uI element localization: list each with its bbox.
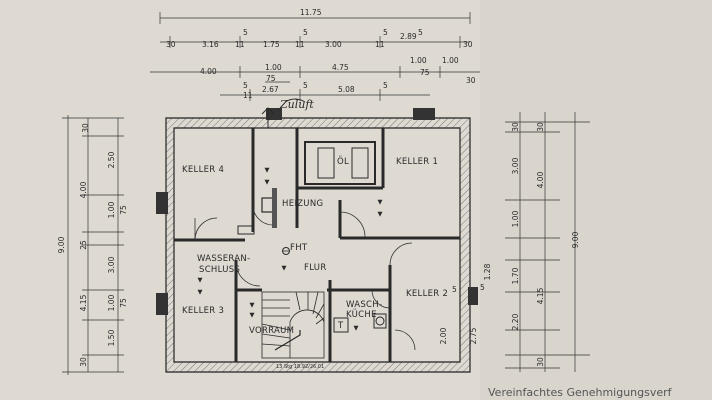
room-oel: ÖL: [337, 156, 349, 167]
left-dim-labels: 30 2.50 4.00 1.00 75 9.00 25 3.00 4.15 1…: [57, 123, 128, 367]
dim-left-4: 75: [119, 205, 128, 215]
dim-top-r3-6: 1.00: [442, 56, 459, 65]
dim-right-7: 4.15: [536, 287, 545, 304]
dim-top-total: 11.75: [300, 8, 322, 17]
dim-top-r3-3: 4.75: [332, 63, 349, 72]
dim-right-8: 2.20: [511, 313, 520, 330]
dim-top-r3-5: 75: [420, 68, 430, 77]
dim-left-2: 4.00: [79, 181, 88, 198]
dim-top-r2-2: 5: [243, 28, 248, 37]
room-waschkueche-line2: KÜCHE: [346, 309, 377, 320]
dim-top-r2-7: 3.00: [325, 40, 342, 49]
dim-top-r2-1: 3.16: [202, 40, 219, 49]
room-keller-3: KELLER 3: [182, 306, 224, 316]
dim-left-12: 30: [79, 357, 88, 367]
top-dimension-chains: [150, 12, 480, 101]
dim-left-0: 30: [81, 123, 90, 133]
dim-left-11: 1.50: [107, 329, 116, 346]
room-waschkueche-line1: WASCH-: [346, 300, 382, 310]
dim-left-6: 25: [79, 240, 88, 250]
level-markers: [197, 167, 383, 331]
dim-left-3: 1.00: [107, 201, 116, 218]
right-dim-labels: 30 30 3.00 4.00 1.00 9.00 1.70 4.15 2.20…: [469, 122, 580, 367]
dim-right-3: 4.00: [536, 171, 545, 188]
room-t: T: [337, 321, 344, 331]
dim-top-r2-12: 30: [463, 40, 473, 49]
dim-top-r3-2: 75: [266, 74, 276, 83]
dim-right-4: 1.00: [511, 210, 520, 227]
dim-top-r4-4: 5.08: [338, 85, 355, 94]
dim-right-10: 30: [536, 357, 545, 367]
inner-walls: [174, 128, 460, 362]
annotation-door-2: 5: [480, 283, 485, 292]
annotation-door-1: 1.28: [483, 263, 492, 280]
floor-drain: [282, 247, 290, 255]
dim-top-r2-5: 5: [303, 28, 308, 37]
staircase: [261, 291, 325, 359]
room-keller-4: KELLER 4: [182, 165, 224, 175]
dim-top-r2-0: 30: [166, 40, 176, 49]
dim-top-r2-3: 11: [235, 40, 245, 49]
dim-left-10: 75: [119, 298, 128, 308]
windows: [156, 108, 478, 315]
dim-top-r3-4: 1.00: [410, 56, 427, 65]
dim-top-r4-1: 11: [243, 91, 253, 100]
dim-right-2: 3.00: [511, 157, 520, 174]
dim-left-5: 9.00: [57, 236, 66, 253]
footer-title: Vereinfachtes Genehmigungsverf: [488, 386, 673, 399]
dim-top-r2-8: 5: [383, 28, 388, 37]
dim-top-r2-11: 5: [418, 28, 423, 37]
dim-top-r3-1: 1.00: [265, 63, 282, 72]
dim-top-r2-10: 2.89: [400, 32, 417, 41]
dim-top-r2-4: 1.75: [263, 40, 280, 49]
dim-left-9: 1.00: [107, 294, 116, 311]
room-wasseranschluss-line2: SCHLUSS: [199, 265, 240, 275]
dim-top-r4-5: 5: [383, 81, 388, 90]
room-keller-2: KELLER 2: [406, 289, 448, 299]
dim-left-1: 2.50: [107, 151, 116, 168]
dim-top-r4-0: 5: [243, 81, 248, 90]
dim-top-r4-3: 5: [303, 81, 308, 90]
dim-right-0: 30: [511, 122, 520, 132]
dim-left-8: 4.15: [79, 294, 88, 311]
oil-tank: [304, 141, 376, 185]
boiler: [237, 188, 277, 235]
room-vorraum: VORRAUM: [249, 326, 294, 336]
dim-top-r3-7: 30: [466, 76, 476, 85]
room-heizung: HEIZUNG: [282, 199, 323, 209]
dim-right-6: 1.70: [511, 267, 520, 284]
dim-right-1: 30: [536, 122, 545, 132]
room-keller-1: KELLER 1: [396, 157, 438, 167]
dim-right-5: 9.00: [571, 231, 580, 248]
room-labels: KELLER 4 ÖL KELLER 1 HEIZUNG WASSERAN- S…: [182, 156, 448, 336]
dim-right-9: 2.75: [469, 327, 478, 344]
dim-top-r3-0: 4.00: [200, 67, 217, 76]
dim-top-r2-9: 11: [375, 40, 385, 49]
laundry-fixtures: [333, 313, 387, 333]
door-swings: [194, 204, 416, 351]
room-flur: FLUR: [304, 263, 327, 273]
dim-top-r2-6: 11: [295, 40, 305, 49]
annotation-stairs: 13 Stg 18.92/26.01: [276, 364, 324, 370]
outer-walls: [165, 117, 471, 373]
annotation-zuluft: Zuluft: [279, 98, 314, 111]
dim-left-7: 3.00: [107, 256, 116, 273]
dim-top-r4-2: 2.67: [262, 85, 279, 94]
annotation-door-3: 2.00: [439, 327, 448, 344]
right-dimension-chains: [505, 112, 590, 372]
supply-air-arrow: [261, 98, 306, 128]
room-wasseranschluss-line1: WASSERAN-: [197, 254, 250, 264]
left-dimension-chains: [62, 115, 124, 375]
annotation-door-4: 5: [452, 285, 457, 294]
room-fht: FHT: [290, 243, 308, 253]
